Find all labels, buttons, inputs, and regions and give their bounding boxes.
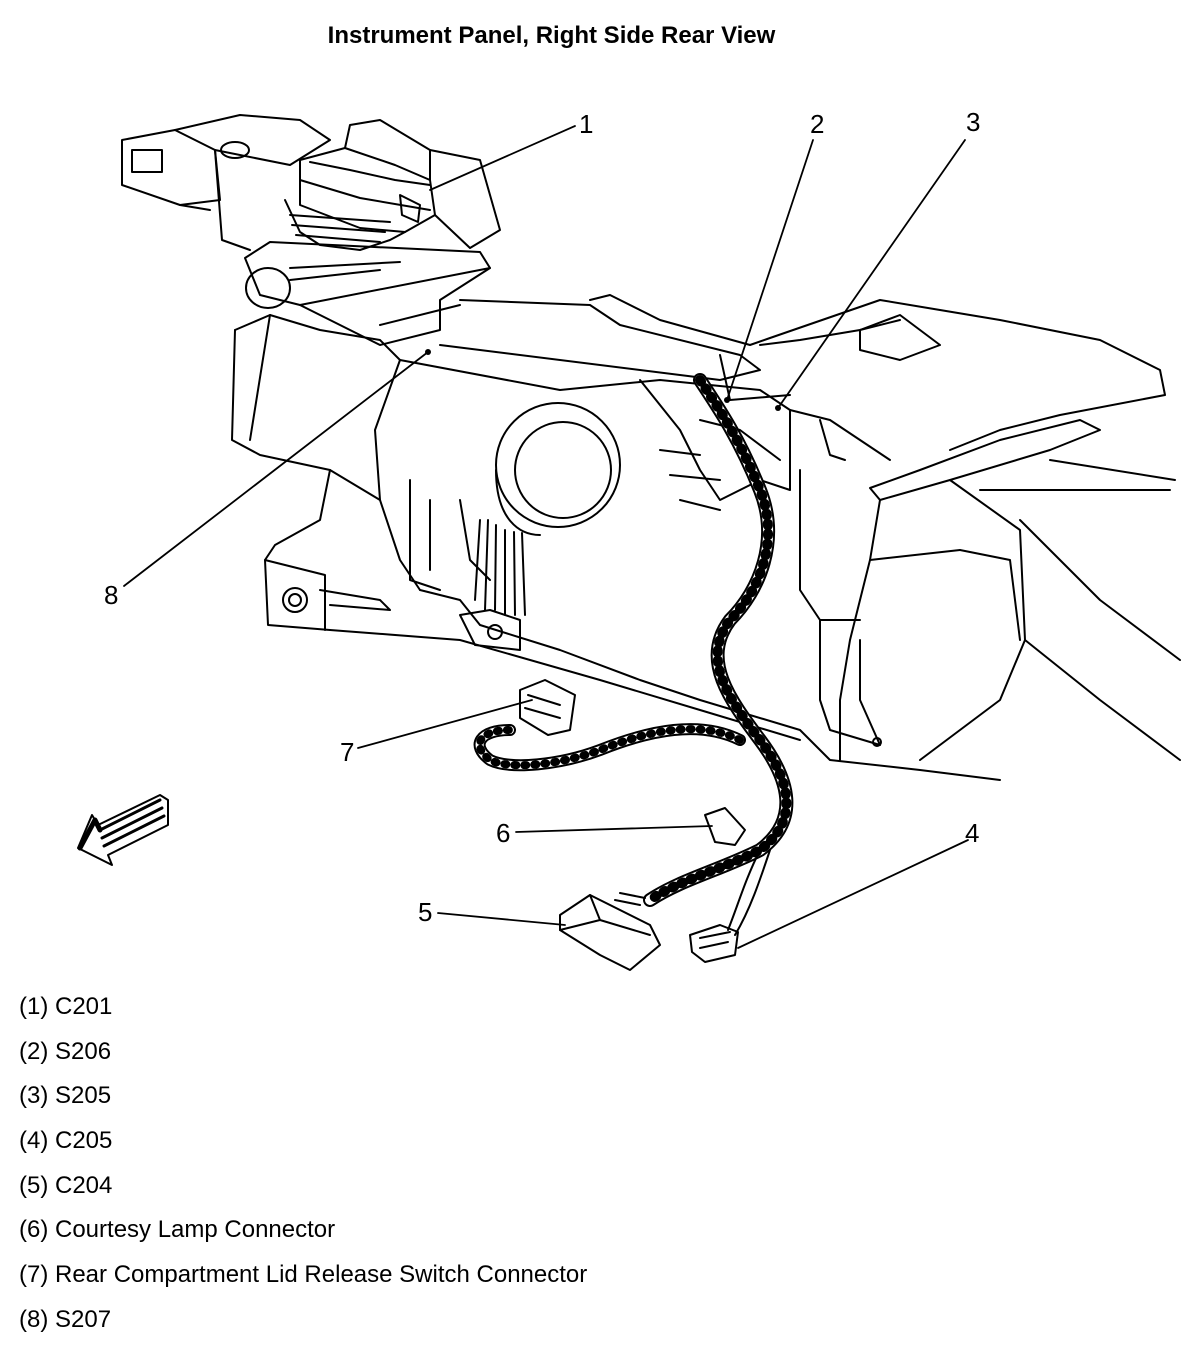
round-vent bbox=[474, 402, 621, 616]
legend-item: (6) Courtesy Lamp Connector bbox=[19, 1216, 336, 1244]
callout-8: 8 bbox=[104, 580, 118, 610]
callout-1: 1 bbox=[579, 109, 593, 139]
c201-connector bbox=[284, 119, 501, 251]
legend-item: (7) Rear Compartment Lid Release Switch … bbox=[19, 1261, 588, 1289]
right-structure bbox=[589, 294, 1181, 761]
instrument-panel-illustration: 1 2 3 4 5 6 7 8 bbox=[77, 107, 1181, 971]
callout-2: 2 bbox=[810, 109, 824, 139]
callout-6: 6 bbox=[496, 818, 510, 848]
panel-body bbox=[231, 314, 1001, 781]
legend-item: (1) C201 bbox=[19, 993, 113, 1020]
c204-connector bbox=[559, 892, 661, 971]
upper-bracket bbox=[121, 114, 331, 251]
upper-duct bbox=[244, 241, 761, 381]
callout-4: 4 bbox=[965, 818, 979, 848]
direction-arrow-icon bbox=[77, 794, 169, 866]
legend-list: (1) C201 (2) S206 (3) S205 (4) C205 (5) … bbox=[19, 990, 587, 1348]
callout-7: 7 bbox=[340, 737, 354, 767]
legend-item: (3) S205 bbox=[19, 1082, 112, 1110]
legend-item: (4) C205 bbox=[19, 1127, 113, 1155]
legend-item: (2) S206 bbox=[19, 1037, 112, 1065]
courtesy-lamp-connector bbox=[704, 807, 746, 846]
legend-item: (5) C204 bbox=[19, 1171, 113, 1199]
diagram-title: Instrument Panel, Right Side Rear View bbox=[327, 22, 776, 49]
rear-compartment-lid-release-switch-connector bbox=[519, 679, 576, 736]
callout-3: 3 bbox=[966, 107, 980, 137]
leader-lines bbox=[123, 125, 969, 949]
c205-connector bbox=[689, 924, 739, 963]
wiring-harness bbox=[473, 373, 794, 936]
legend-item: (8) S207 bbox=[19, 1305, 112, 1333]
callout-5: 5 bbox=[418, 897, 432, 927]
